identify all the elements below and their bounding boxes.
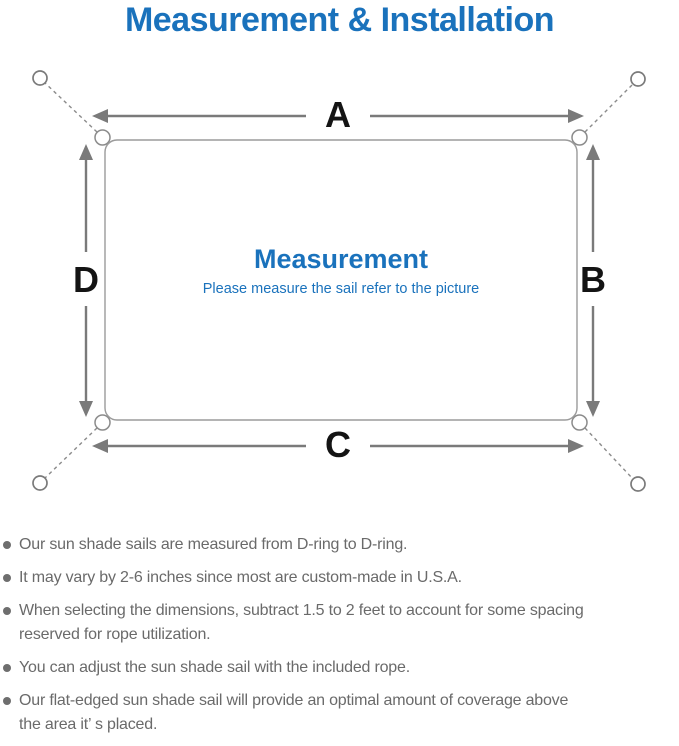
dimension-arrows — [84, 114, 595, 448]
dimension-label-a: A — [325, 94, 351, 135]
arrowhead-c-left — [92, 439, 108, 453]
dimension-label-d: D — [73, 259, 99, 300]
corner-d-rings — [94, 129, 588, 431]
anchor-circle-bottom-right — [630, 476, 646, 492]
list-item: Our flat-edged sun shade sail will provi… — [3, 689, 677, 737]
arrowhead-d-up — [79, 144, 93, 160]
list-item: You can adjust the sun shade sail with t… — [3, 656, 677, 680]
anchor-circle-top-right — [630, 71, 646, 87]
dimension-label-c: C — [325, 424, 351, 465]
rope-bottom-left — [44, 427, 98, 479]
note-text: reserved for rope utilization. — [19, 626, 211, 643]
rope-top-left — [44, 82, 98, 133]
arrowhead-a-left — [92, 109, 108, 123]
d-ring-bottom-left — [94, 414, 111, 431]
diagram-center-subtitle: Please measure the sail refer to the pic… — [203, 281, 479, 297]
rope-bottom-right — [584, 427, 634, 480]
anchor-points — [32, 70, 646, 492]
anchor-circle-bottom-left — [32, 475, 48, 491]
note-text: the area it’ s placed. — [19, 716, 158, 733]
note-text: You can adjust the sun shade sail with t… — [19, 659, 410, 676]
list-item: It may vary by 2-6 inches since most are… — [3, 566, 677, 590]
d-ring-top-left — [94, 129, 111, 146]
bullet-icon — [3, 697, 11, 705]
anchor-circle-top-left — [32, 70, 48, 86]
arrowhead-b-up — [586, 144, 600, 160]
arrowhead-b-down — [586, 401, 600, 417]
bullet-icon — [3, 664, 11, 672]
note-text: When selecting the dimensions, subtract … — [19, 602, 584, 619]
page-title: Measurement & Installation — [124, 1, 555, 39]
bullet-icon — [3, 541, 11, 549]
corner-rope-lines — [44, 82, 634, 480]
list-item: Our sun shade sails are measured from D-… — [3, 533, 677, 557]
sail-measurement-diagram: A B C D Measurement Please measure the s… — [32, 70, 646, 492]
dimension-label-b: B — [580, 259, 606, 300]
diagram-center-title: Measurement — [254, 244, 428, 274]
note-text: Our sun shade sails are measured from D-… — [19, 536, 408, 553]
bullet-icon — [3, 607, 11, 615]
d-ring-top-right — [571, 129, 588, 146]
arrowhead-a-right — [568, 109, 584, 123]
arrowhead-d-down — [79, 401, 93, 417]
rope-top-right — [584, 83, 634, 133]
note-text: It may vary by 2-6 inches since most are… — [19, 569, 462, 586]
note-text: Our flat-edged sun shade sail will provi… — [19, 692, 569, 709]
shade-sail-rectangle — [104, 139, 578, 421]
bullet-icon — [3, 574, 11, 582]
arrowheads — [79, 109, 600, 453]
list-item: When selecting the dimensions, subtract … — [3, 599, 677, 647]
measurement-notes-list: Our sun shade sails are measured from D-… — [3, 533, 677, 746]
d-ring-bottom-right — [571, 414, 588, 431]
arrowhead-c-right — [568, 439, 584, 453]
